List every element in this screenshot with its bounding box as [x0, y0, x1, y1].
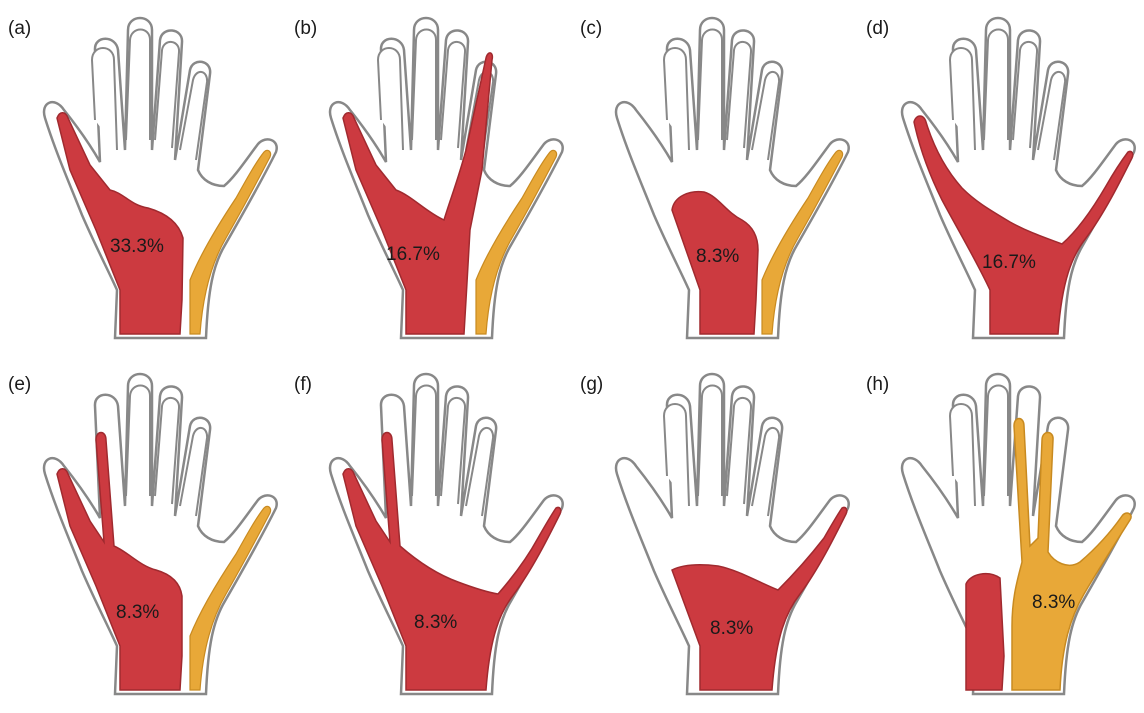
panel-label-b: (b) [294, 18, 317, 40]
panel-label-e: (e) [8, 374, 31, 396]
panel-label-f: (f) [294, 374, 312, 396]
panel-label-a: (a) [8, 18, 31, 40]
percentage-label-h: 8.3% [1032, 592, 1075, 614]
panel-c: (c) 8.3% [572, 0, 858, 356]
percentage-label-b: 16.7% [386, 244, 440, 266]
finger-sheath [984, 386, 1008, 497]
hand-illustration-f [286, 356, 572, 712]
finger-sheath [126, 30, 150, 141]
percentage-label-c: 8.3% [696, 246, 739, 268]
finger-sheath [412, 386, 436, 497]
hand-illustration-b [286, 0, 572, 356]
panel-b: (b) 16.7% [286, 0, 572, 356]
hand-illustration-c [572, 0, 858, 356]
panel-f: (f) 8.3% [286, 356, 572, 712]
panel-g: (g) 8.3% [572, 356, 858, 712]
panel-label-h: (h) [866, 374, 889, 396]
red-sheath-region [966, 574, 1004, 690]
panel-d: (d) 16.7% [858, 0, 1144, 356]
percentage-label-a: 33.3% [110, 236, 164, 258]
finger-sheath [412, 30, 436, 141]
hand-illustration-h [858, 356, 1144, 712]
panel-label-g: (g) [580, 374, 603, 396]
finger-sheath [698, 30, 722, 141]
panel-e: (e) 8.3% [0, 356, 286, 712]
percentage-label-f: 8.3% [414, 612, 457, 634]
hand-illustration-a [0, 0, 286, 356]
panel-label-c: (c) [580, 18, 602, 40]
panel-label-d: (d) [866, 18, 889, 40]
hand-illustration-e [0, 356, 286, 712]
finger-sheath [126, 386, 150, 497]
percentage-label-g: 8.3% [710, 618, 753, 640]
panel-h: (h) 8.3% [858, 356, 1144, 712]
hand-illustration-d [858, 0, 1144, 356]
panel-a: (a) 33.3% [0, 0, 286, 356]
percentage-label-d: 16.7% [982, 252, 1036, 274]
finger-sheath [984, 30, 1008, 141]
hand-illustration-g [572, 356, 858, 712]
percentage-label-e: 8.3% [116, 602, 159, 624]
finger-sheath [698, 386, 722, 497]
